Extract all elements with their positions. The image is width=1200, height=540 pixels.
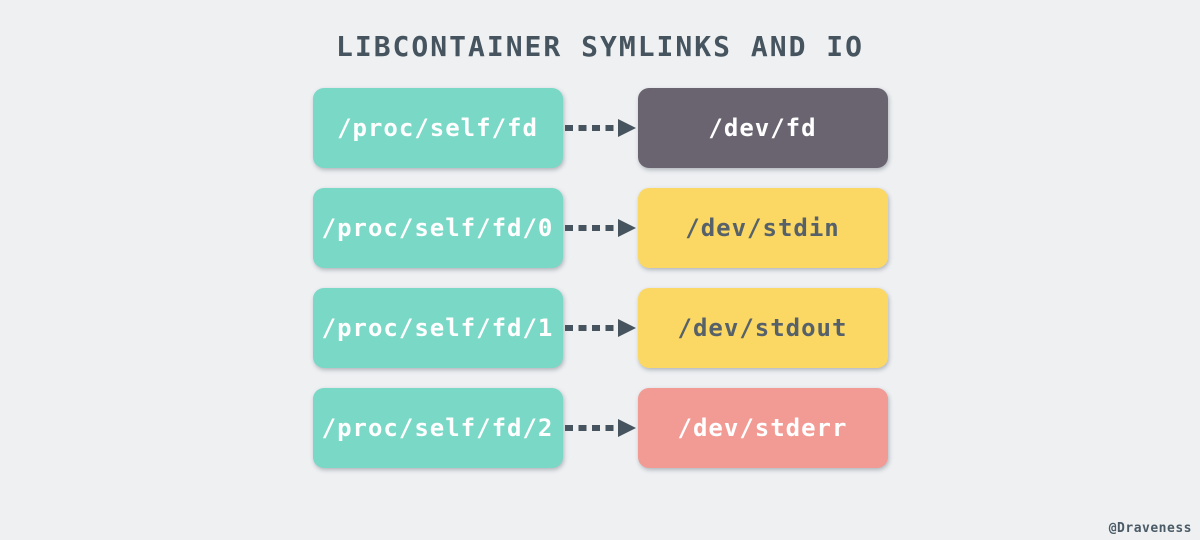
symlink-row: /proc/self/fd/0 /dev/stdin: [312, 188, 888, 268]
symlink-rows: /proc/self/fd /dev/fd /proc/self/fd/0 /d…: [0, 88, 1200, 468]
diagram-title: LIBCONTAINER SYMLINKS AND IO: [335, 30, 864, 63]
source-path-box: /proc/self/fd/0: [312, 188, 563, 268]
target-path-box: /dev/stdin: [637, 188, 888, 268]
symlink-row: /proc/self/fd /dev/fd: [312, 88, 888, 168]
dashed-arrow-right-icon: [563, 188, 638, 268]
diagram-canvas: LIBCONTAINER SYMLINKS AND IO /proc/self/…: [0, 30, 1200, 536]
source-path-box: /proc/self/fd/2: [312, 388, 563, 468]
dashed-arrow-right-icon: [563, 288, 638, 368]
watermark: @Draveness: [1108, 521, 1192, 536]
source-path-box: /proc/self/fd/1: [312, 288, 563, 368]
source-path-box: /proc/self/fd: [312, 88, 563, 168]
target-path-box: /dev/fd: [637, 88, 888, 168]
dashed-arrow-right-icon: [563, 388, 638, 468]
symlink-row: /proc/self/fd/2 /dev/stderr: [312, 388, 888, 468]
dashed-arrow-right-icon: [563, 88, 638, 168]
target-path-box: /dev/stdout: [637, 288, 888, 368]
target-path-box: /dev/stderr: [637, 388, 888, 468]
symlink-row: /proc/self/fd/1 /dev/stdout: [312, 288, 888, 368]
